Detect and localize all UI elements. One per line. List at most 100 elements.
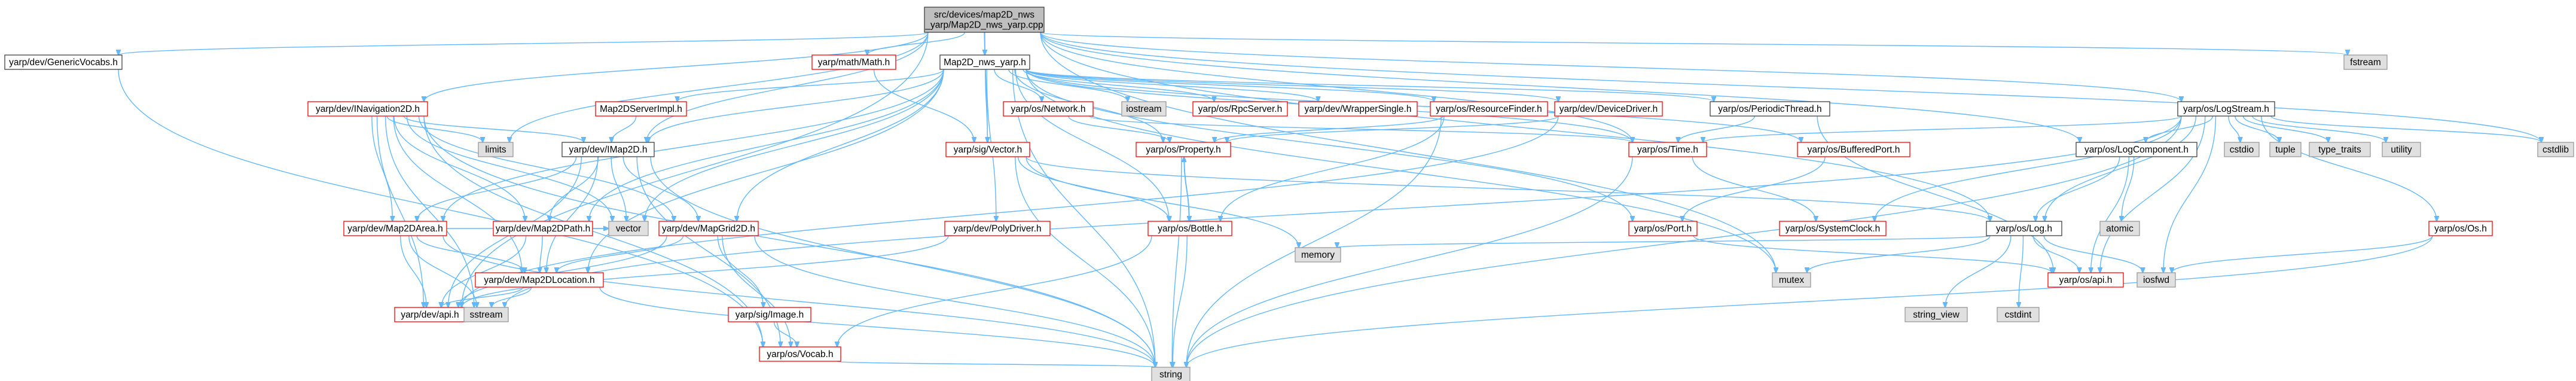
node-buffered[interactable]: yarp/os/BufferedPort.h [1797,142,1910,157]
node-property[interactable]: yarp/os/Property.h [1136,142,1231,157]
node-box [2076,142,2197,157]
node-logcomp[interactable]: yarp/os/LogComponent.h [2076,142,2197,157]
edge-root-to-limits [509,32,929,142]
edge-logstream-to-iosfwd [2163,115,2217,273]
node-label: yarp/dev/DeviceDriver.h [1559,104,1658,114]
node-label: src/devices/map2D_nws [934,10,1034,20]
edge-logstream-to-sstream [505,115,2182,307]
node-utility: utility [2382,142,2421,157]
node-label: yarp/dev/GenericVocabs.h [9,57,118,68]
node-label: yarp/dev/MapGrid2D.h [662,224,755,234]
node-box [924,7,1045,33]
edge-map2dnws-to-wrapper [1025,69,1318,102]
node-map2d[interactable]: yarp/dev/IMap2D.h [561,142,655,157]
node-time[interactable]: yarp/os/Time.h [1628,142,1707,157]
edge-root-to-log [1040,32,1990,221]
node-box [478,142,514,157]
edge-map2dnws-to-map2darea [443,69,944,221]
node-logstream[interactable]: yarp/os/LogStream.h [2177,101,2275,117]
node-label: yarp/os/PeriodicThread.h [1718,104,1821,114]
edge-mapgrid-to-vocab [722,235,790,347]
node-devdriver[interactable]: yarp/dev/DeviceDriver.h [1554,101,1663,117]
edge-root-to-logstream [1040,32,2181,102]
node-label: utility [2391,145,2412,155]
edge-map2dnws-to-resfinder [1025,69,1434,102]
node-mathmath[interactable]: yarp/math/Math.h [811,54,896,70]
edge-inav-to-map2d [403,115,584,142]
node-vocab[interactable]: yarp/os/Vocab.h [759,346,841,362]
node-periodic[interactable]: yarp/os/PeriodicThread.h [1710,101,1830,117]
edge-vector_h-to-bottle [1018,156,1170,221]
edge-mapgrid-to-devapi [459,235,667,307]
edge-map2dnws-to-serverimpl [677,69,944,102]
node-image[interactable]: yarp/sig/Image.h [728,307,811,322]
node-label: _yarp/Map2D_nws_yarp.cpp [924,20,1043,31]
node-label: yarp/sig/Image.h [735,310,804,320]
edge-map2dnws-to-bottle [1015,69,1169,221]
node-box [1628,221,1698,236]
node-box [1298,101,1418,117]
node-box [493,221,593,236]
node-label: mutex [1779,275,1804,285]
node-inav[interactable]: yarp/dev/INavigation2D.h [307,101,428,117]
node-label: cstdlib [2543,145,2569,155]
edge-map2d-to-string [650,156,1155,367]
node-label: string_view [1913,310,1960,320]
edge-network-to-time [1089,115,1632,142]
node-box [759,346,841,362]
node-genericvocabs[interactable]: yarp/dev/GenericVocabs.h [4,54,123,70]
node-polydriver[interactable]: yarp/dev/PolyDriver.h [944,221,1051,236]
node-devapi[interactable]: yarp/dev/api.h [394,307,466,322]
edge-logstream-to-tuple [2235,115,2279,142]
node-label: cstdio [2230,145,2254,155]
edge-devdriver-to-devapi [462,115,1559,307]
edge-inav-to-string [423,115,1155,367]
node-wrapper[interactable]: yarp/dev/WrapperSingle.h [1298,101,1418,117]
node-vector_h[interactable]: yarp/sig/Vector.h [945,142,1030,157]
node-resfinder[interactable]: yarp/os/ResourceFinder.h [1430,101,1548,117]
node-os_h[interactable]: yarp/os/Os.h [2428,221,2493,236]
edge-root-to-mathmath [867,32,965,55]
node-bottle[interactable]: yarp/os/Bottle.h [1147,221,1232,236]
node-sysclock[interactable]: yarp/os/SystemClock.h [1779,221,1887,236]
node-serverimpl[interactable]: Map2DServerImpl.h [595,101,687,117]
node-log[interactable]: yarp/os/Log.h [1986,221,2062,236]
edge-map2dnws-to-iostream [1008,69,1128,102]
node-iosfwd: iosfwd [2137,272,2176,288]
node-label: memory [1301,250,1335,260]
edge-periodic-to-osapi [1817,115,2053,273]
node-rpcserver[interactable]: yarp/os/RpcServer.h [1192,101,1288,117]
node-limits: limits [478,142,514,157]
edge-logcomp-to-osapi [2091,156,2129,273]
node-box [939,54,1030,70]
edge-bottle-to-vocab [837,235,1152,347]
node-label: cstdint [2005,310,2032,320]
node-atomic: atomic [2099,221,2140,236]
node-root[interactable]: src/devices/map2D_nws_yarp/Map2D_nws_yar… [924,7,1045,33]
node-port[interactable]: yarp/os/Port.h [1628,221,1698,236]
node-label: Map2D_nws_yarp.h [944,57,1026,68]
edge-root-to-cstdlib [1040,32,2541,142]
node-mutex: mutex [1772,272,1811,288]
node-box [463,307,509,322]
edge-image-to-vocab [773,321,797,347]
node-string_view: string_view [1904,307,1968,322]
edge-root-to-fstream [1040,32,2348,55]
node-map2dloc[interactable]: yarp/dev/Map2DLocation.h [475,272,604,288]
node-label: string [1159,370,1182,380]
edge-map2dnws-to-map2dloc [588,69,944,273]
node-map2dnws[interactable]: Map2D_nws_yarp.h [939,54,1030,70]
node-box [1710,101,1830,117]
node-osapi[interactable]: yarp/os/api.h [2047,272,2124,288]
edge-log-to-cstdint [2019,235,2024,307]
node-label: yarp/dev/WrapperSingle.h [1305,104,1412,114]
edge-map2darea-to-string [442,235,1155,367]
edge-mapgrid-to-string [754,235,1155,367]
node-mapgrid[interactable]: yarp/dev/MapGrid2D.h [658,221,759,236]
node-map2dpath[interactable]: yarp/dev/Map2DPath.h [493,221,593,236]
node-box [811,54,896,70]
node-network[interactable]: yarp/os/Network.h [1003,101,1094,117]
node-vector: vector [608,221,649,236]
edge-logstream-to-cstdio [2228,115,2240,142]
node-map2darea[interactable]: yarp/dev/Map2DArea.h [343,221,447,236]
